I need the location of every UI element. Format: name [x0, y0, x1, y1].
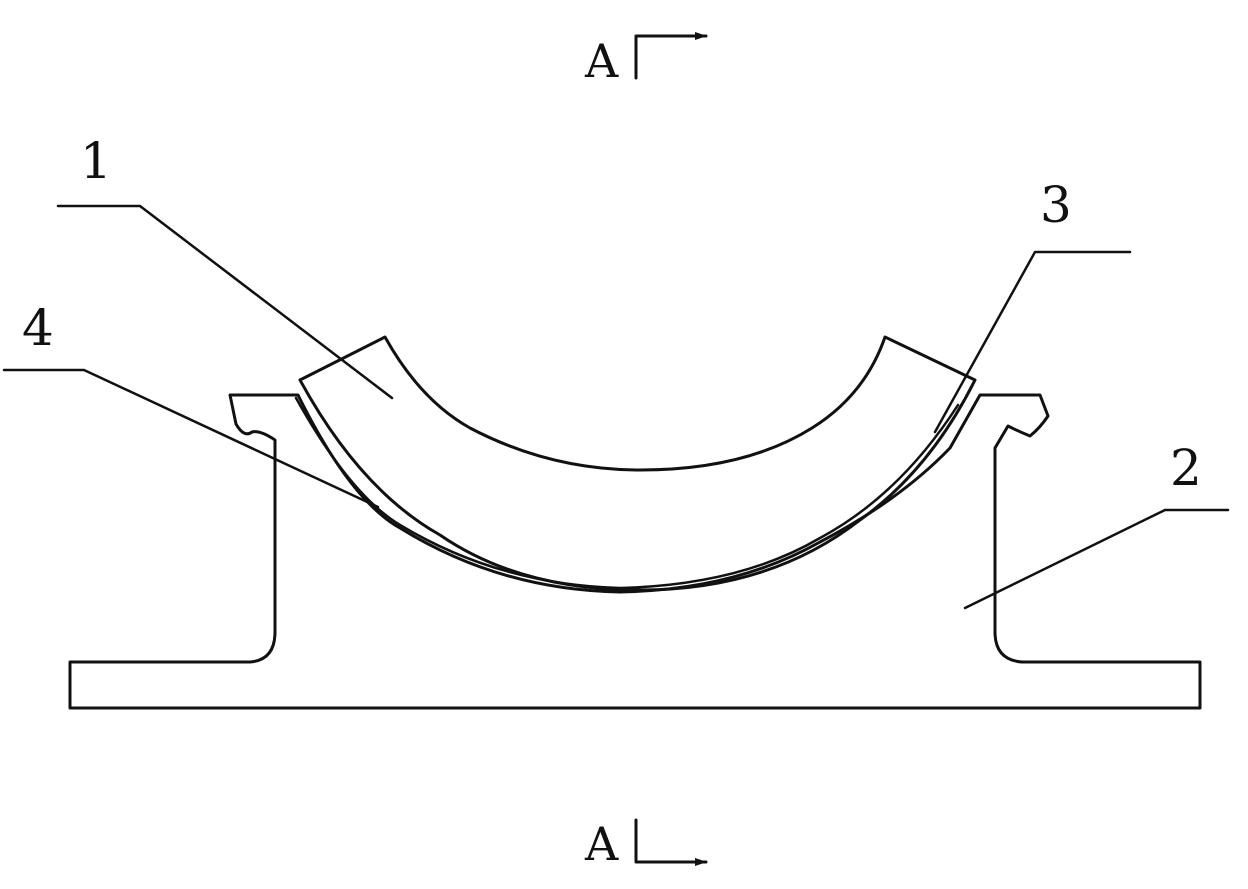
base-body	[68, 393, 1202, 710]
leader-line-2	[963, 508, 1230, 610]
leader-line-1	[56, 204, 394, 400]
section-arrow-bottom	[634, 818, 708, 866]
leader-line-3	[933, 250, 1132, 434]
part-label-1: 1	[80, 132, 112, 190]
section-label-bottom: A	[584, 817, 619, 871]
leader-line-4	[2, 368, 380, 509]
part-label-4: 4	[22, 299, 54, 357]
section-arrow-top	[634, 32, 708, 80]
saddle-pad	[298, 335, 977, 592]
lining-layer	[294, 396, 960, 590]
section-label-top: A	[584, 34, 619, 88]
part-label-3: 3	[1040, 176, 1072, 234]
part-label-2: 2	[1170, 439, 1202, 497]
